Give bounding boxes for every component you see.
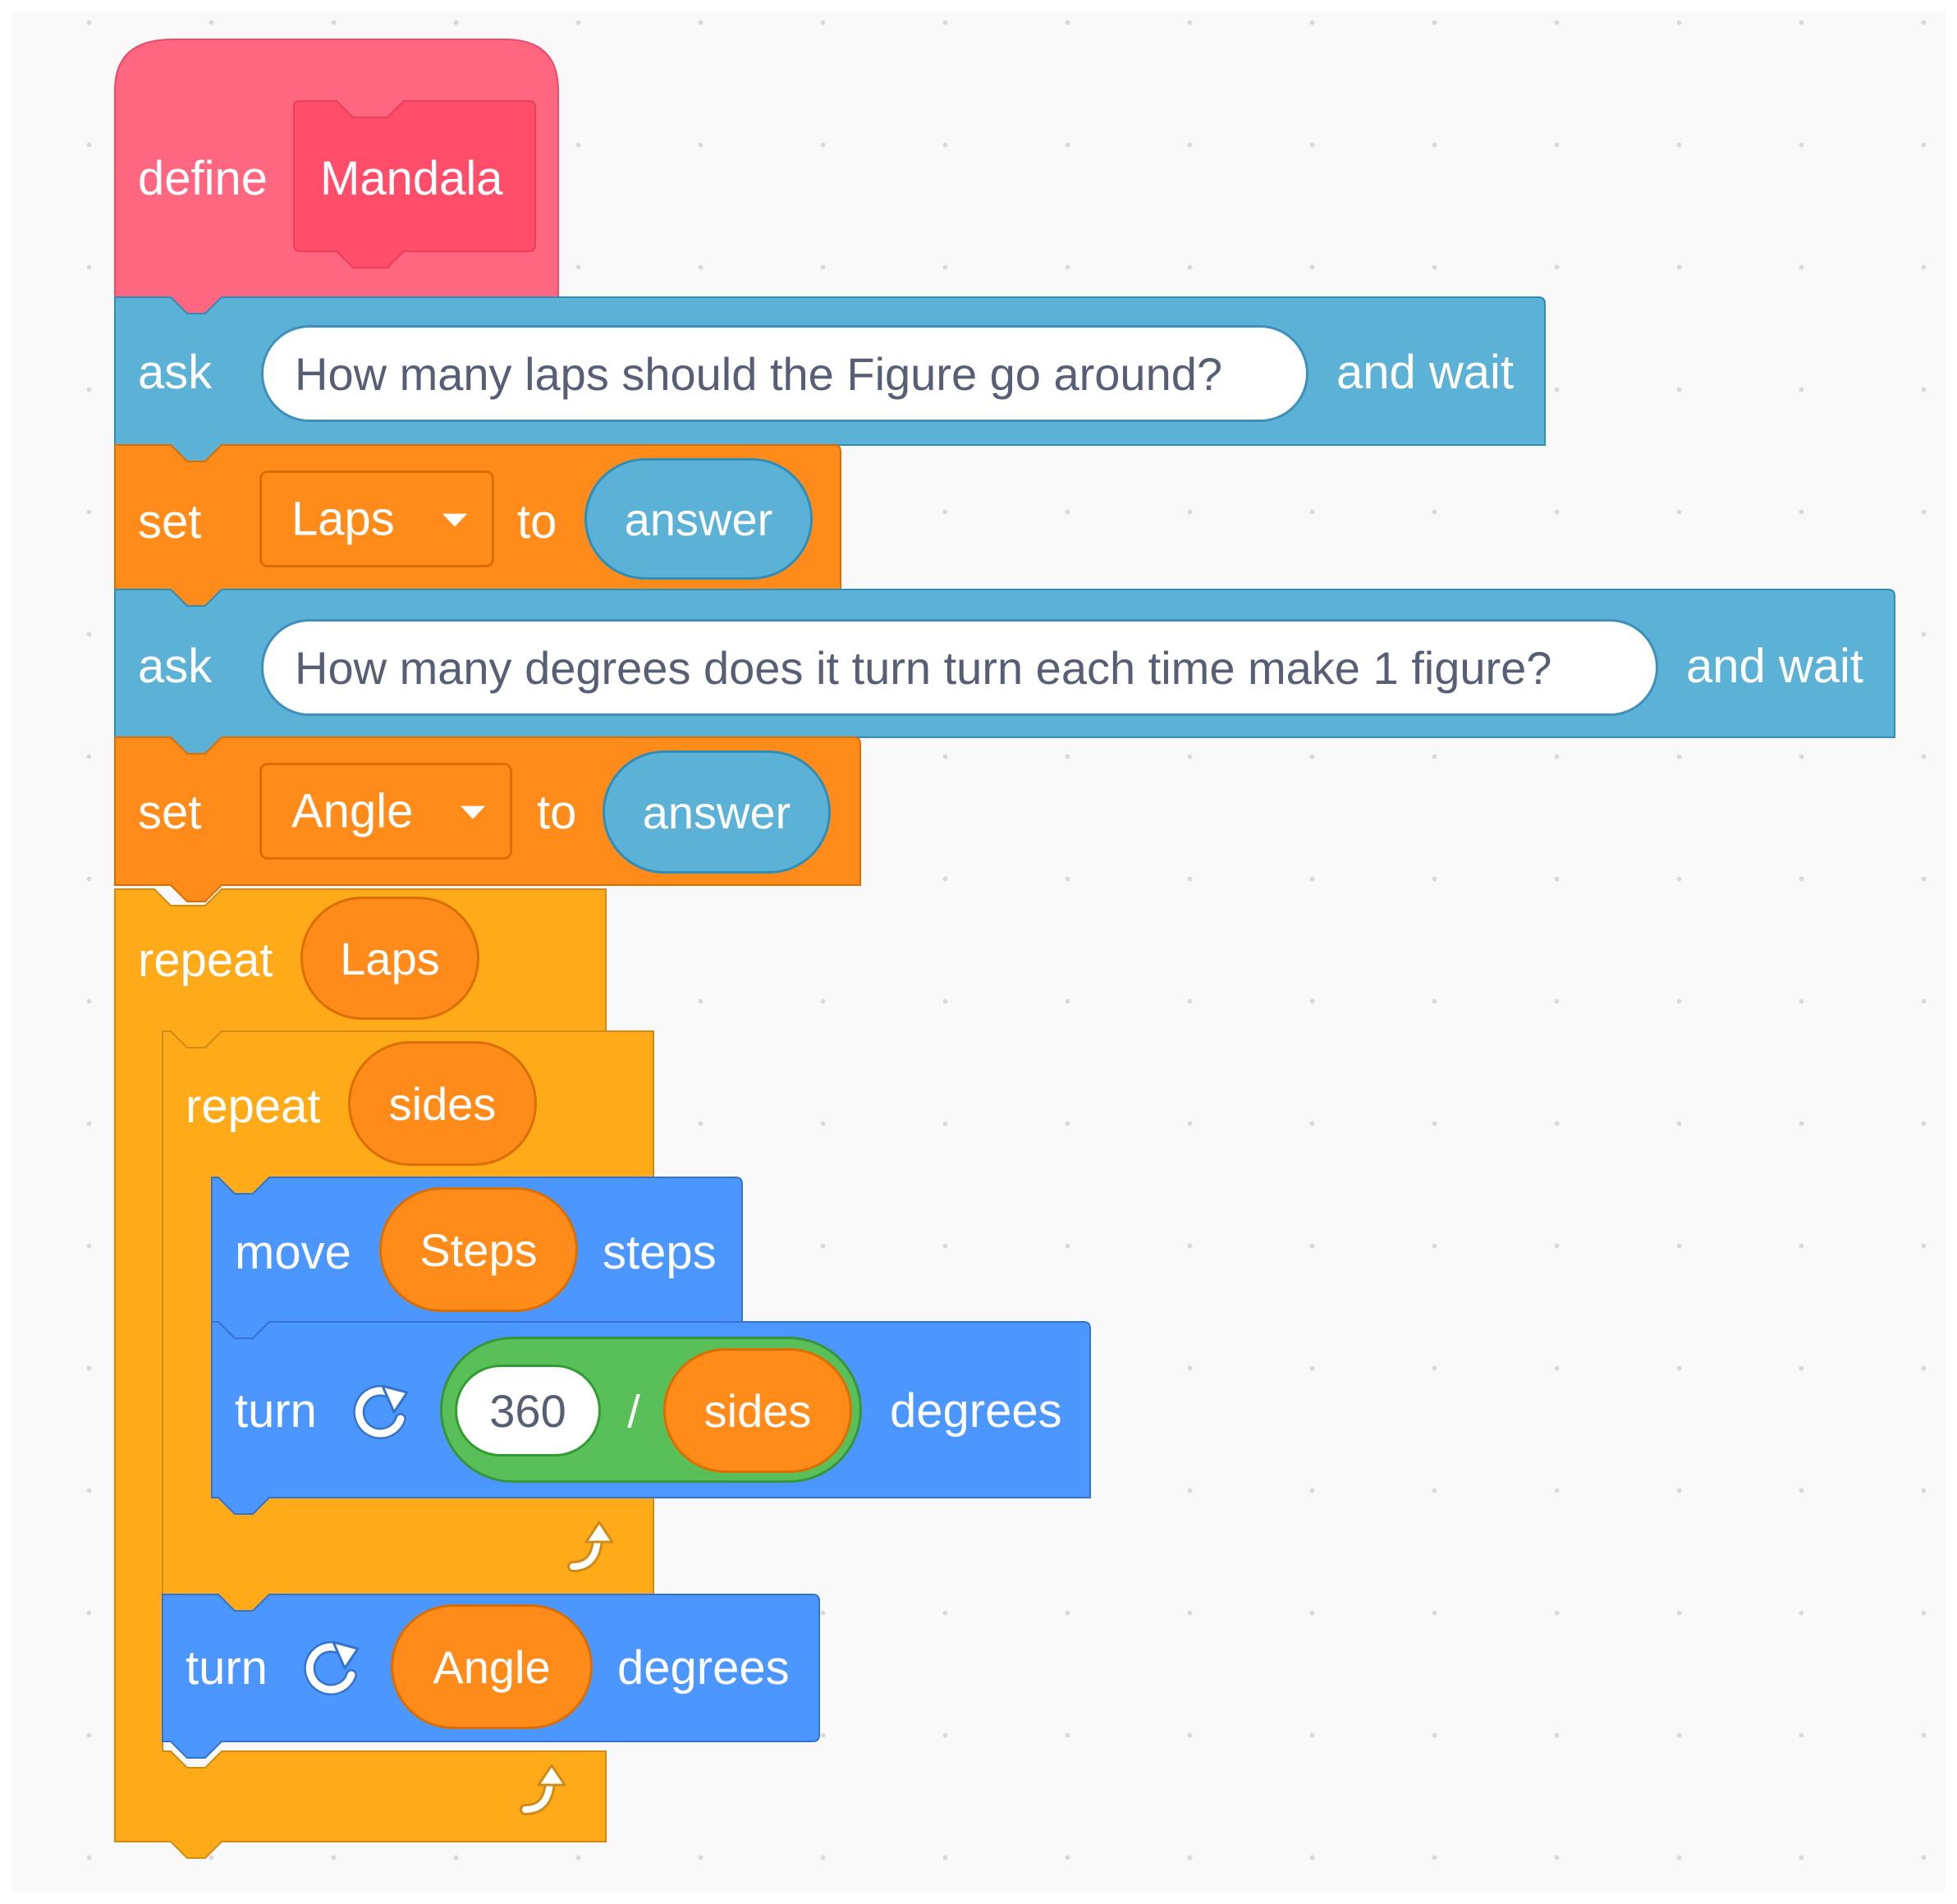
chevron-down-icon [442, 513, 467, 527]
variable-dropdown-laps[interactable]: Laps [259, 470, 494, 567]
set-to-label-1: to [517, 495, 557, 548]
turn-keyword-1: turn [235, 1384, 317, 1438]
move-suffix: steps [603, 1226, 717, 1279]
mandala-prototype [293, 100, 536, 268]
ask-question-input-1[interactable]: How many laps should the Figure go aroun… [261, 325, 1308, 422]
set-to-label-2: to [537, 786, 577, 839]
sides-reporter-2[interactable]: sides [663, 1348, 852, 1473]
divide-symbol: / [627, 1385, 640, 1438]
define-keyword: define [138, 152, 268, 205]
repeat-keyword-inner: repeat [186, 1080, 321, 1133]
rotate-right-icon [304, 1640, 360, 1695]
move-keyword: move [235, 1226, 351, 1279]
ask-question-input-2[interactable]: How many degrees does it turn turn each … [261, 619, 1658, 716]
set-keyword-2: set [138, 786, 202, 839]
angle-reporter[interactable]: Angle [391, 1604, 593, 1729]
loop-arrow-icon [567, 1521, 614, 1572]
ask-suffix-1: and wait [1336, 346, 1515, 399]
answer-reporter-2[interactable]: answer [603, 750, 831, 874]
variable-dropdown-angle[interactable]: Angle [259, 763, 512, 860]
set-keyword-1: set [138, 495, 202, 548]
answer-reporter-1[interactable]: answer [584, 458, 813, 580]
number-input-360[interactable]: 360 [455, 1365, 601, 1457]
ask-suffix-2: and wait [1686, 640, 1864, 693]
variable-dropdown-label: Angle [291, 784, 414, 838]
loop-arrow-icon [520, 1764, 566, 1815]
sides-reporter-1[interactable]: sides [348, 1041, 537, 1166]
steps-reporter[interactable]: Steps [379, 1187, 578, 1312]
turn-suffix-2: degrees [617, 1641, 790, 1695]
turn-keyword-2: turn [186, 1641, 268, 1695]
procedure-name: Mandala [320, 152, 503, 205]
rotate-right-icon [353, 1384, 409, 1439]
repeat-keyword-outer: repeat [138, 934, 273, 987]
laps-reporter[interactable]: Laps [300, 897, 479, 1020]
repeat-laps-block[interactable] [114, 888, 607, 1859]
turn-suffix-1: degrees [890, 1384, 1062, 1438]
ask-keyword-1: ask [138, 346, 213, 399]
variable-dropdown-label: Laps [291, 492, 395, 546]
chevron-down-icon [461, 805, 485, 819]
ask-keyword-2: ask [138, 640, 213, 693]
